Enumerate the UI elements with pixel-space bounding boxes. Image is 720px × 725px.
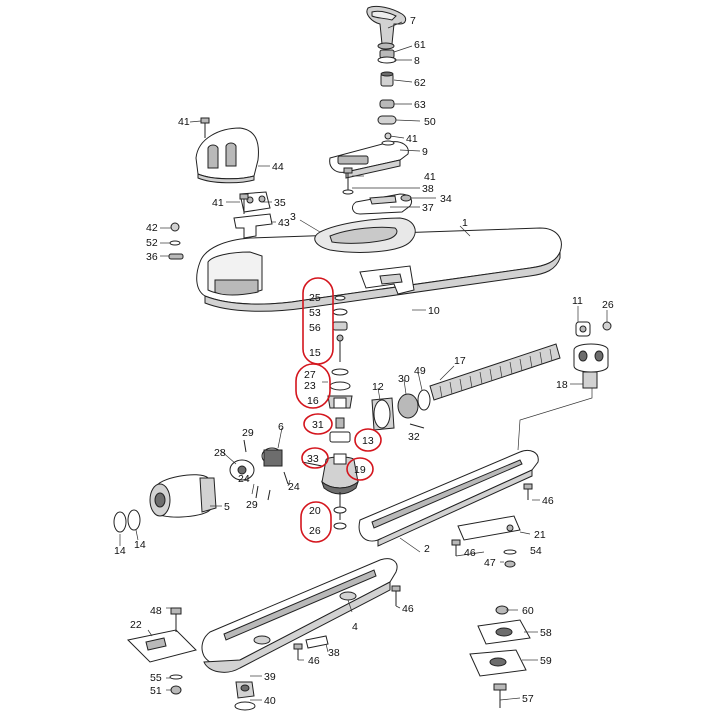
drive-screw-assembly bbox=[371, 343, 561, 431]
label-34: 34 bbox=[440, 193, 452, 205]
central-shaft-stack bbox=[301, 295, 360, 530]
label-20: 20 bbox=[309, 505, 321, 517]
release-key-7 bbox=[366, 5, 407, 50]
label-37: 37 bbox=[422, 202, 434, 214]
label-30: 30 bbox=[398, 373, 410, 385]
label-36: 36 bbox=[146, 251, 158, 263]
label-41-a: 41 bbox=[406, 133, 418, 145]
label-53: 53 bbox=[309, 307, 321, 319]
label-11: 11 bbox=[572, 295, 583, 307]
label-29-b: 29 bbox=[246, 499, 258, 511]
label-24-a: 24 bbox=[238, 473, 250, 485]
screw-hardware-left bbox=[168, 117, 354, 260]
label-57: 57 bbox=[522, 693, 534, 705]
plate-22-and-hardware bbox=[126, 607, 197, 695]
part-number-labels: 7 61 8 62 63 50 41 9 41 38 34 37 41 44 4… bbox=[114, 15, 614, 707]
label-24-b: 24 bbox=[288, 481, 300, 493]
label-44: 44 bbox=[272, 161, 284, 173]
label-46-a: 46 bbox=[542, 495, 554, 507]
label-3: 3 bbox=[290, 211, 296, 223]
base-plate-2 bbox=[358, 449, 539, 547]
label-23: 23 bbox=[304, 380, 316, 392]
label-40: 40 bbox=[264, 695, 276, 707]
label-59: 59 bbox=[540, 655, 552, 667]
label-31: 31 bbox=[312, 419, 324, 431]
key-hardware-stack bbox=[377, 49, 397, 146]
label-50: 50 bbox=[424, 116, 436, 128]
label-9: 9 bbox=[422, 146, 428, 158]
label-1: 1 bbox=[462, 217, 468, 229]
label-49: 49 bbox=[414, 365, 426, 377]
label-56: 56 bbox=[309, 322, 321, 334]
label-8: 8 bbox=[414, 55, 420, 67]
label-26-b: 26 bbox=[309, 525, 321, 537]
label-10: 10 bbox=[428, 305, 440, 317]
label-46-c: 46 bbox=[402, 603, 414, 615]
label-26-a: 26 bbox=[602, 299, 614, 311]
red-highlight-marks bbox=[295, 277, 382, 543]
label-63: 63 bbox=[414, 99, 426, 111]
label-29-a: 29 bbox=[242, 427, 254, 439]
label-18: 18 bbox=[556, 379, 568, 391]
label-43: 43 bbox=[278, 217, 290, 229]
label-21: 21 bbox=[534, 529, 546, 541]
label-38-b: 38 bbox=[328, 647, 340, 659]
screws-46-47-54 bbox=[293, 483, 533, 660]
label-13: 13 bbox=[362, 435, 374, 447]
label-38-a: 38 bbox=[422, 183, 434, 195]
label-32: 32 bbox=[408, 431, 420, 443]
bracket-43 bbox=[233, 213, 273, 239]
label-6: 6 bbox=[278, 421, 284, 433]
label-60: 60 bbox=[522, 605, 534, 617]
electric-motor-5 bbox=[149, 474, 217, 518]
label-2: 2 bbox=[424, 543, 430, 555]
label-19: 19 bbox=[354, 464, 366, 476]
bottom-housing-4 bbox=[201, 558, 398, 673]
label-16: 16 bbox=[307, 395, 319, 407]
label-55: 55 bbox=[150, 672, 162, 684]
label-42: 42 bbox=[146, 222, 158, 234]
label-39: 39 bbox=[264, 671, 276, 683]
label-61: 61 bbox=[414, 39, 426, 51]
label-47: 47 bbox=[484, 557, 496, 569]
end-fittings bbox=[573, 321, 612, 389]
mount-bracket-stack bbox=[469, 605, 531, 708]
bottom-fittings bbox=[234, 635, 329, 711]
motor-coupling bbox=[229, 439, 289, 501]
label-58: 58 bbox=[540, 627, 552, 639]
upper-housing-cover bbox=[196, 217, 562, 312]
label-17: 17 bbox=[454, 355, 466, 367]
label-51: 51 bbox=[150, 685, 162, 697]
label-7: 7 bbox=[410, 15, 416, 27]
o-rings-14 bbox=[113, 509, 141, 533]
label-41-b: 41 bbox=[424, 171, 436, 183]
label-27: 27 bbox=[304, 369, 316, 381]
label-54: 54 bbox=[530, 545, 542, 557]
housing-inner-bracket bbox=[359, 265, 415, 295]
label-41-d: 41 bbox=[212, 197, 224, 209]
label-28: 28 bbox=[214, 447, 226, 459]
label-25: 25 bbox=[309, 292, 321, 304]
label-33: 33 bbox=[307, 453, 319, 465]
label-12: 12 bbox=[372, 381, 384, 393]
leader-lines bbox=[119, 21, 608, 701]
cover-cap-44 bbox=[195, 127, 259, 184]
label-62: 62 bbox=[414, 77, 426, 89]
label-46-b: 46 bbox=[464, 547, 476, 559]
release-lever-plate bbox=[329, 141, 409, 179]
label-14-b: 14 bbox=[134, 539, 146, 551]
label-5: 5 bbox=[224, 501, 230, 513]
label-41-c: 41 bbox=[178, 116, 190, 128]
label-22: 22 bbox=[130, 619, 142, 631]
label-52: 52 bbox=[146, 237, 158, 249]
label-46-d: 46 bbox=[308, 655, 320, 667]
plate-21 bbox=[457, 515, 521, 541]
label-48: 48 bbox=[150, 605, 162, 617]
label-15: 15 bbox=[309, 347, 321, 359]
label-14-a: 14 bbox=[114, 545, 126, 557]
label-35: 35 bbox=[274, 197, 286, 209]
bracket-34 bbox=[352, 193, 413, 215]
label-4: 4 bbox=[352, 621, 358, 633]
